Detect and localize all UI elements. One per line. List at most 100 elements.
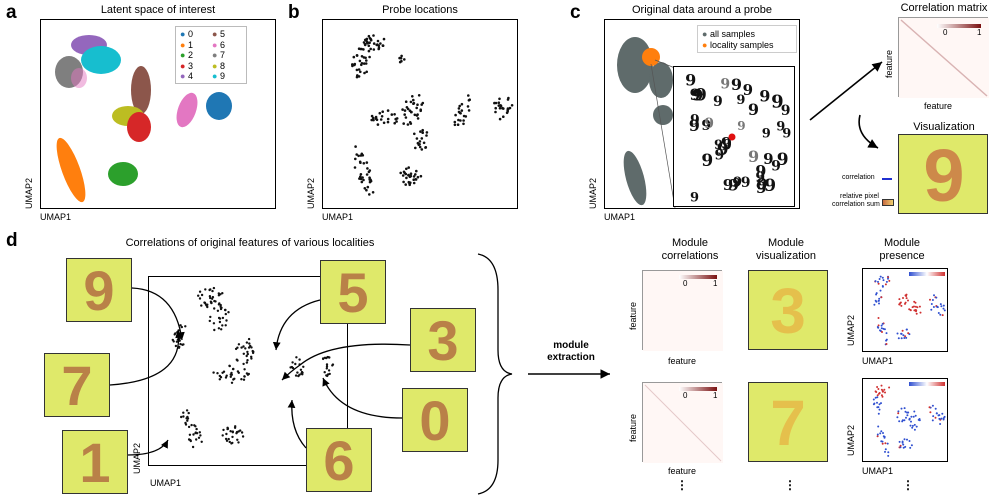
probe-dot [209, 296, 212, 300]
probe-dot [372, 48, 376, 51]
probe-dot [213, 307, 216, 310]
vis-title: Visualization [913, 121, 975, 133]
probe-dot [414, 146, 417, 150]
probe-dot [935, 296, 938, 299]
probe-dot [929, 298, 931, 301]
probe-dot [368, 37, 372, 40]
probe-dot [365, 70, 368, 74]
locality-digit: 9 [771, 92, 784, 113]
locality-digit: 9 [737, 119, 745, 133]
probe-dot [885, 338, 888, 341]
probe-dot [498, 97, 501, 101]
probe-dot [216, 372, 219, 375]
probe-dot [502, 107, 505, 110]
probe-dot [190, 423, 193, 427]
probe-dot [910, 444, 913, 447]
probe-dot [938, 414, 941, 417]
locality-digit: 9 [741, 175, 751, 191]
locality-digit: 9 [722, 138, 732, 154]
probe-dot [884, 391, 886, 394]
probe-dot [884, 283, 887, 286]
probe-dot [242, 345, 245, 348]
probe-dot [404, 183, 407, 186]
probe-dot [240, 431, 244, 434]
probe-dot [358, 160, 362, 164]
probe-dot [877, 280, 879, 283]
probe-dot [931, 299, 934, 301]
probe-dot [218, 320, 222, 324]
probe-dot [210, 301, 213, 305]
probe-dot [250, 346, 253, 349]
probe-dot [182, 343, 185, 346]
probe-dot [418, 140, 422, 143]
probe-dot [881, 440, 884, 443]
probe-dot [887, 277, 889, 280]
probe-dot [933, 294, 935, 297]
probe-dot [881, 442, 884, 445]
probe-dot [368, 55, 371, 59]
probe-dot [883, 328, 886, 331]
probe-dot [877, 412, 880, 415]
probe-dot [903, 337, 906, 339]
locality-image-0: 0 [402, 388, 468, 452]
panel-d-label: d [6, 230, 18, 251]
probe-dot [234, 425, 237, 428]
probe-dot [876, 394, 879, 397]
legend-item-7: 7 [219, 50, 225, 60]
probe-dot [357, 154, 360, 158]
probe-dot [368, 193, 371, 196]
probe-dot [357, 47, 361, 50]
probe-dot [939, 313, 942, 316]
probe-dot [366, 185, 370, 189]
probe-dot [409, 110, 413, 114]
probe-dot [913, 423, 916, 426]
probe-dot [172, 340, 175, 343]
col-title-visualization: Module visualization [736, 237, 836, 263]
probe-dot [222, 370, 226, 373]
probe-dot [353, 62, 357, 66]
probe-dot [192, 433, 195, 436]
probe-dot [900, 304, 903, 307]
vis-label-correlation: correlation [842, 174, 875, 181]
legend-locality-samples: locality samples [709, 40, 774, 50]
probe-dot [884, 450, 886, 453]
ellipsis-correlations: ⋮ [676, 478, 688, 492]
legend-item-3: 3 [187, 60, 193, 71]
probe-dot [328, 372, 331, 376]
module-glyph: 7 [770, 387, 806, 459]
legend-item-1: 1 [187, 39, 193, 50]
probe-dot [880, 327, 883, 330]
probe-dot [459, 119, 462, 122]
probe-dot [399, 171, 402, 175]
probe-dot [193, 424, 196, 427]
probe-dot [421, 128, 424, 132]
probe-dot [235, 432, 238, 435]
probe-dot [294, 362, 297, 366]
probe-dot [918, 419, 921, 422]
probe-dot [931, 404, 934, 407]
probe-dot [246, 350, 249, 354]
locality-image-1: 1 [62, 430, 128, 494]
probe-dot [420, 103, 423, 106]
col-title-presence: Module presence [852, 237, 952, 263]
panel-c-xaxis: UMAP1 [604, 212, 636, 222]
probe-dot [907, 332, 910, 335]
vis-label-pix2: correlation sum [832, 201, 880, 208]
probe-dot [368, 169, 372, 172]
probe-dot [212, 371, 215, 374]
probe-dot [896, 416, 899, 419]
col-title-correlations: Module correlations [640, 237, 740, 263]
probe-dot [195, 438, 198, 441]
module-extraction-line2: extraction [547, 352, 595, 363]
panel-c-samples [617, 37, 676, 209]
probe-dot [179, 324, 182, 327]
probe-dot [295, 356, 298, 359]
probe-dot [370, 118, 373, 122]
probe-dot [904, 410, 907, 413]
probe-dot [904, 335, 907, 338]
probe-dot [938, 417, 941, 420]
probe-dot [379, 42, 382, 45]
probe-dot [198, 290, 202, 293]
probe-dot [909, 446, 912, 449]
probe-dot [416, 117, 420, 120]
